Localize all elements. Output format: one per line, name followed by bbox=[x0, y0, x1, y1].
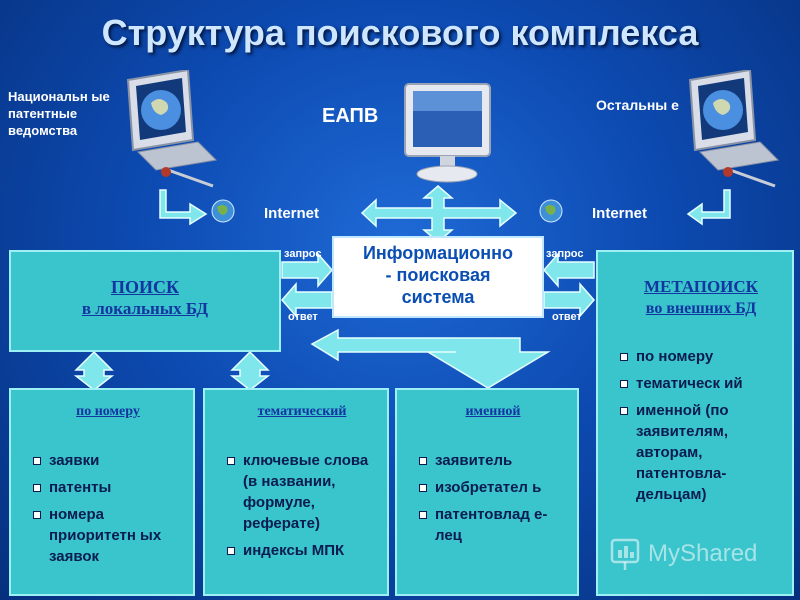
by-number-item-1: заявки bbox=[33, 450, 183, 471]
named-box: именной заявитель изобретател ь патентов… bbox=[395, 388, 579, 596]
bent-arrow-right bbox=[686, 189, 731, 226]
bent-arrow-left bbox=[159, 189, 208, 226]
answer-arrow-right bbox=[543, 282, 595, 318]
by-number-item-3: номера приоритетн ых заявок bbox=[33, 504, 183, 567]
info-system-line3: система bbox=[401, 287, 475, 307]
computer-icon-left bbox=[126, 70, 218, 188]
others-label: Остальны е bbox=[596, 97, 679, 113]
globe-icon-right bbox=[539, 199, 563, 223]
computer-icon-center bbox=[404, 83, 491, 183]
watermark-text: MyShared bbox=[648, 540, 758, 567]
local-search-subtitle: в локальных БД bbox=[81, 299, 209, 318]
local-search-box: ПОИСК в локальных БД bbox=[9, 250, 281, 352]
request-label-right: запрос bbox=[546, 248, 584, 260]
info-search-system-box: Информационно - поисковая система bbox=[332, 236, 544, 318]
myshared-logo-icon bbox=[610, 538, 640, 570]
by-number-header: по номеру bbox=[76, 404, 140, 419]
eapv-label: ЕАПВ bbox=[322, 105, 379, 127]
meta-item-named: именной (по заявителям, авторам, патенто… bbox=[620, 400, 782, 505]
by-number-box: по номеру заявки патенты номера приорите… bbox=[9, 388, 195, 596]
info-system-line2: - поисковая bbox=[385, 265, 491, 285]
internet-label-left: Internet bbox=[264, 205, 320, 222]
request-label-left: запрос bbox=[284, 248, 322, 260]
named-header: именной bbox=[465, 404, 521, 419]
meta-search-subtitle: во внешних БД bbox=[645, 300, 757, 317]
page-title: Структура поискового комплекса bbox=[101, 12, 699, 53]
request-arrow-right bbox=[543, 252, 595, 288]
named-item-3: патентовлад е-лец bbox=[419, 504, 567, 546]
thematic-box: тематический ключевые слова (в названии,… bbox=[203, 388, 389, 596]
bent-arrow-down bbox=[310, 328, 551, 389]
request-arrow-left bbox=[281, 252, 333, 288]
meta-item-number: по номеру bbox=[620, 346, 782, 367]
thematic-header: тематический bbox=[257, 404, 347, 419]
answer-label-right: ответ bbox=[552, 311, 582, 323]
named-item-2: изобретател ь bbox=[419, 477, 567, 498]
meta-item-thematic: тематическ ий bbox=[620, 373, 782, 394]
named-item-1: заявитель bbox=[419, 450, 567, 471]
thematic-item-1: ключевые слова (в названии, формуле, реф… bbox=[227, 450, 377, 534]
local-search-title: ПОИСК bbox=[110, 277, 180, 297]
national-offices-label: Национальн ые патентные ведомства bbox=[8, 89, 110, 138]
answer-label-left: ответ bbox=[288, 311, 318, 323]
globe-icon-left bbox=[211, 199, 235, 223]
meta-search-box: МЕТАПОИСК во внешних БД по номеру темати… bbox=[596, 250, 794, 596]
cross-arrow bbox=[360, 185, 518, 243]
info-system-line1: Информационно bbox=[362, 243, 514, 263]
by-number-item-2: патенты bbox=[33, 477, 183, 498]
meta-search-title: МЕТАПОИСК bbox=[643, 277, 758, 296]
answer-arrow-left bbox=[281, 282, 333, 318]
thematic-item-2: индексы МПК bbox=[227, 540, 377, 561]
internet-label-right: Internet bbox=[592, 205, 648, 222]
computer-icon-right bbox=[688, 70, 780, 188]
